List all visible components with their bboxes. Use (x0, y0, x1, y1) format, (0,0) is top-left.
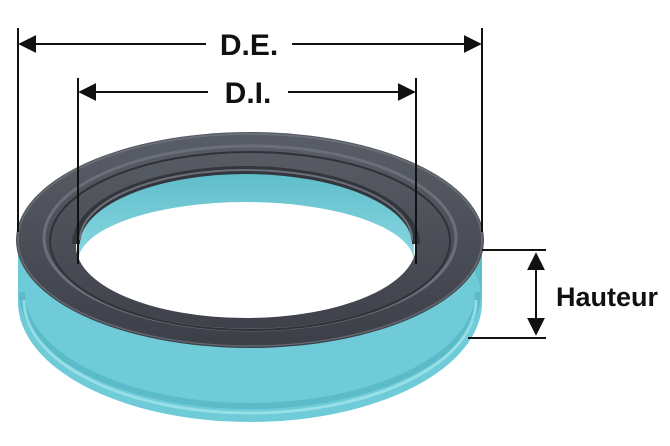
seal-ring (16, 132, 484, 422)
outer-diameter-label: D.E. (220, 29, 278, 62)
seal-inner-wall (78, 172, 414, 262)
seal-outer-rim-highlight (17, 133, 483, 347)
seal-groove-highlight (22, 299, 478, 415)
seal-inner-lip-highlight (79, 169, 413, 241)
seal-groove (19, 291, 481, 409)
seal-top-ridge-shadow (49, 151, 451, 331)
dimension-annotations (17, 28, 546, 339)
height-label: Hauteur (556, 282, 659, 312)
inner-diameter-label: D.I. (225, 77, 272, 110)
